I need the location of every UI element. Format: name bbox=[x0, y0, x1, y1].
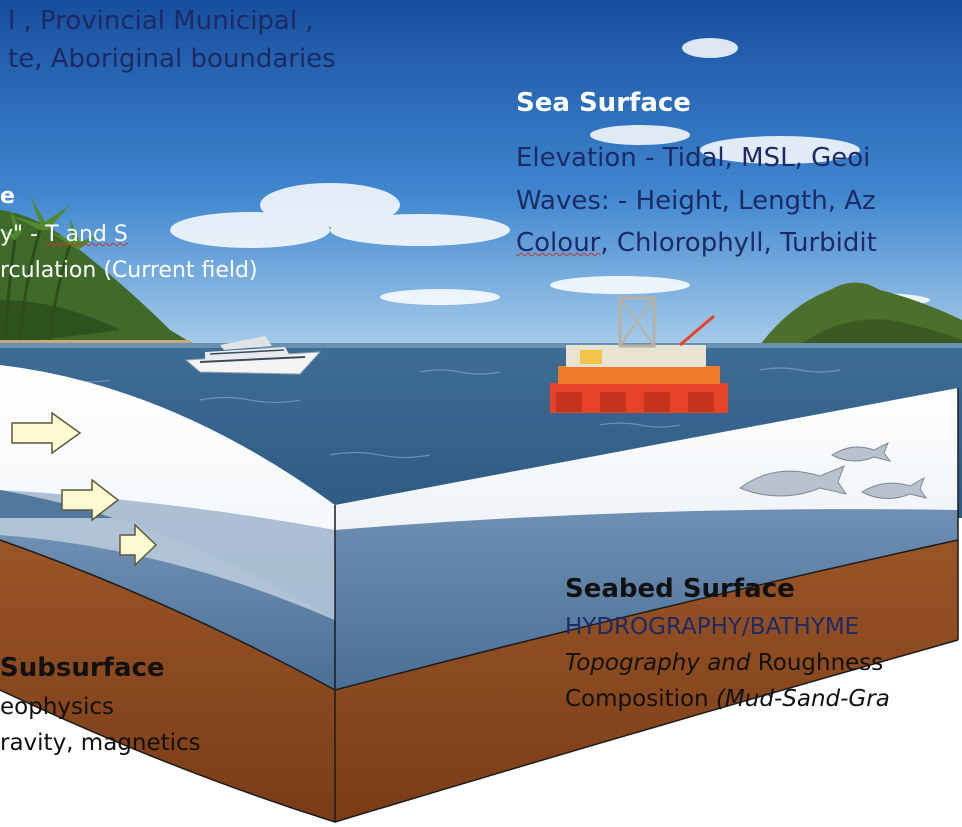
water-column-slab-right bbox=[335, 388, 958, 530]
cruise-ship bbox=[184, 336, 322, 375]
oil-rig bbox=[550, 296, 728, 413]
fish-school bbox=[738, 441, 928, 499]
water-front-right bbox=[335, 509, 958, 690]
sediment-left bbox=[0, 540, 335, 822]
left-island bbox=[0, 195, 195, 348]
water-front-left bbox=[0, 535, 335, 690]
sediment-right bbox=[335, 540, 958, 822]
current-arrows bbox=[11, 411, 158, 567]
